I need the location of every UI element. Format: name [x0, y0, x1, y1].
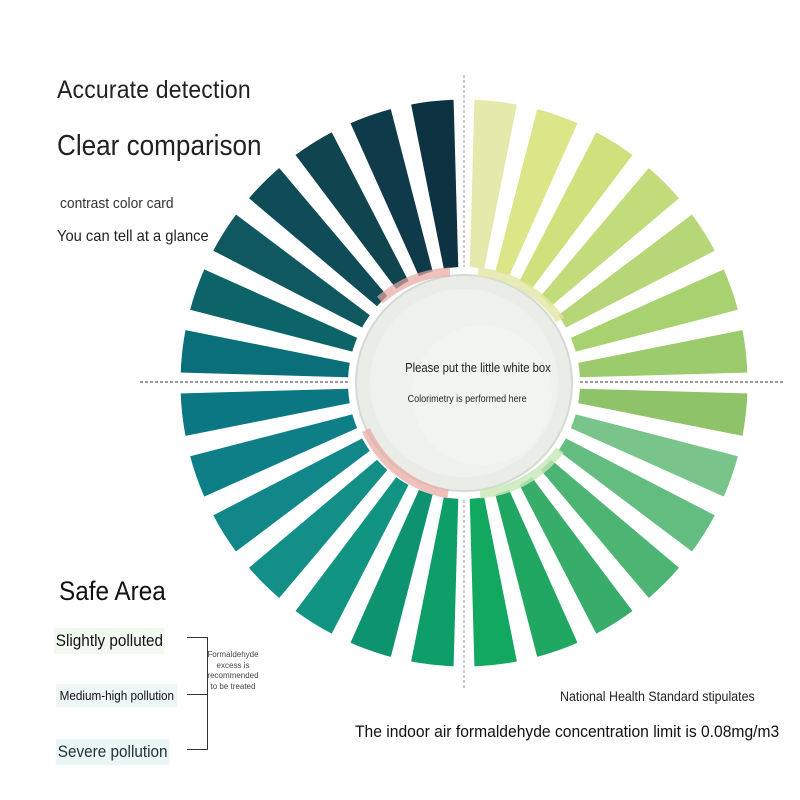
headline-clear-comparison: Clear comparison [57, 130, 262, 162]
center-dish [348, 267, 580, 499]
subtitle-tell-at-glance: You can tell at a glance [57, 228, 209, 245]
legend-safe-area: Safe Area [59, 576, 166, 606]
subtitle-contrast-color-card: contrast color card [60, 195, 174, 212]
legend-level-slight: Slightly polluted [54, 628, 165, 654]
treatment-note: Formaldehyde excess is recommended to be… [207, 650, 259, 691]
center-instruction-line2: Colorimetry is performed here [407, 394, 527, 405]
legend-bracket-mid [187, 694, 207, 695]
legend-bracket [187, 637, 208, 750]
legend-level-medium-high: Medium-high pollution [56, 684, 178, 707]
standard-limit-statement: The indoor air formaldehyde concentratio… [355, 722, 780, 741]
headline-accurate-detection: Accurate detection [57, 76, 251, 104]
legend-level-severe: Severe pollution [56, 739, 170, 765]
standard-heading: National Health Standard stipulates [560, 689, 755, 704]
center-instruction-line1: Please put the little white box [405, 361, 551, 375]
